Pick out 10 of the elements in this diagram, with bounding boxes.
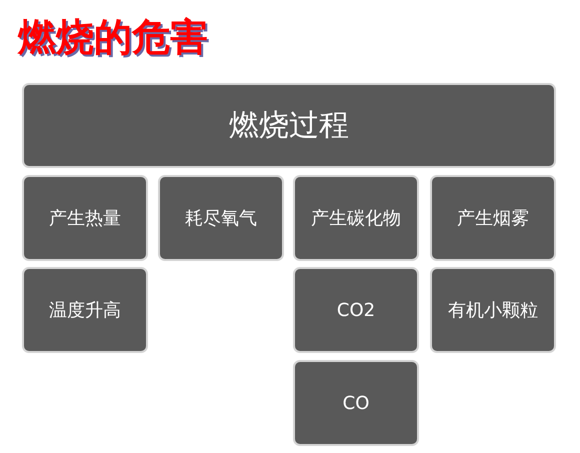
topic-box: CO [293, 360, 419, 446]
topic-box: CO2 [293, 267, 419, 353]
topic-box: 产生热量 [22, 175, 148, 261]
topic-box: 有机小颗粒 [430, 267, 556, 353]
heading-box: 燃烧过程 [22, 83, 556, 168]
topic-box: 耗尽氧气 [158, 175, 284, 261]
topic-box: 产生碳化物 [293, 175, 419, 261]
topic-box: 产生烟雾 [430, 175, 556, 261]
topic-box: 温度升高 [22, 267, 148, 353]
title: 燃烧的危害 [18, 14, 208, 61]
